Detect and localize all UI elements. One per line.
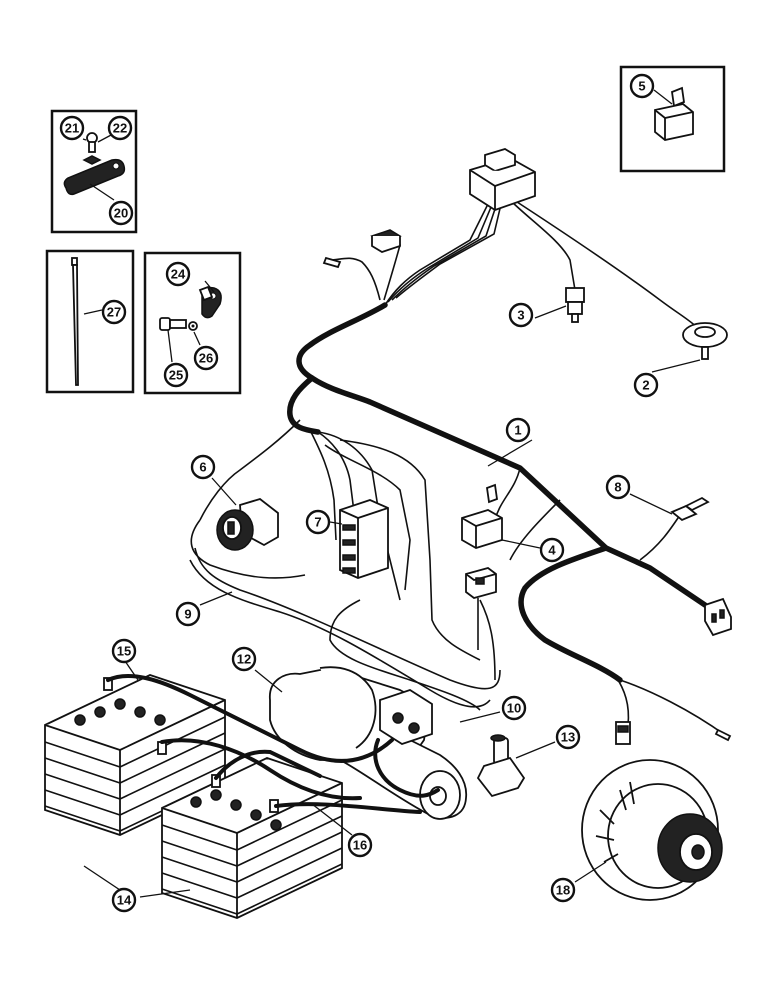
callout-8: 8 <box>605 474 631 500</box>
svg-text:4: 4 <box>548 543 556 558</box>
svg-text:6: 6 <box>199 460 206 475</box>
two-pin-connector <box>370 229 402 253</box>
main-harness <box>189 199 726 736</box>
bolt-icon <box>159 317 187 331</box>
callout-20: 20 <box>108 200 134 226</box>
battery-left <box>44 674 226 836</box>
cable-tie-icon <box>71 257 79 386</box>
callout-25: 25 <box>163 362 189 388</box>
callout-22: 22 <box>107 115 133 141</box>
oil-sender-fitting <box>476 734 526 798</box>
svg-text:26: 26 <box>199 351 213 366</box>
inset-relay <box>619 65 726 173</box>
svg-text:18: 18 <box>556 883 570 898</box>
callout-14: 14 <box>111 887 137 913</box>
battery-right <box>161 757 343 919</box>
svg-text:24: 24 <box>171 267 186 282</box>
callout-18: 18 <box>550 877 576 903</box>
svg-text:7: 7 <box>314 515 321 530</box>
callout-13: 13 <box>555 724 581 750</box>
ignition-switch <box>216 498 279 551</box>
callout-16: 16 <box>347 832 373 858</box>
svg-text:14: 14 <box>117 893 132 908</box>
callout-2: 2 <box>633 372 659 398</box>
svg-text:16: 16 <box>353 838 367 853</box>
callout-4: 4 <box>539 537 565 563</box>
callout-7: 7 <box>305 509 331 535</box>
callout-15: 15 <box>111 638 137 664</box>
svg-text:15: 15 <box>117 644 131 659</box>
temperature-sender <box>670 496 710 522</box>
svg-text:10: 10 <box>507 701 521 716</box>
pressure-sender <box>565 287 585 323</box>
svg-text:2: 2 <box>642 378 649 393</box>
callout-9: 9 <box>175 601 201 627</box>
callout-10: 10 <box>501 695 527 721</box>
terminal-end-left <box>322 256 342 269</box>
svg-text:27: 27 <box>107 305 121 320</box>
svg-text:1: 1 <box>514 423 521 438</box>
callout-1: 1 <box>505 417 531 443</box>
callout-12: 12 <box>231 646 257 672</box>
svg-text:5: 5 <box>638 79 645 94</box>
alternator-plug <box>615 721 631 745</box>
callout-6: 6 <box>190 454 216 480</box>
svg-text:9: 9 <box>184 607 191 622</box>
fuse-block <box>339 499 389 579</box>
clamp-icon <box>198 285 222 319</box>
harness-multi-connector <box>469 148 536 211</box>
callout-21: 21 <box>59 115 85 141</box>
wire-end-right <box>714 728 732 742</box>
inset-clamp <box>143 251 242 395</box>
svg-text:20: 20 <box>114 206 128 221</box>
battery-cables <box>106 673 422 814</box>
callout-5: 5 <box>629 73 655 99</box>
relay-icon <box>654 86 694 141</box>
svg-text:3: 3 <box>517 308 524 323</box>
washer-icon <box>188 321 198 331</box>
starter-motor <box>269 666 467 820</box>
ground-strap-icon <box>63 132 126 196</box>
svg-text:25: 25 <box>169 368 183 383</box>
harness-end-connector <box>704 597 732 637</box>
sensor-disc <box>682 322 728 360</box>
svg-text:8: 8 <box>614 480 621 495</box>
svg-text:21: 21 <box>65 121 79 136</box>
alternator <box>581 759 723 901</box>
callout-26: 26 <box>193 345 219 371</box>
callout-24: 24 <box>165 261 191 287</box>
flasher-unit <box>465 567 497 650</box>
callout-27: 27 <box>101 299 127 325</box>
svg-text:13: 13 <box>561 730 575 745</box>
svg-text:22: 22 <box>113 121 127 136</box>
callout-3: 3 <box>508 302 534 328</box>
relay-unit <box>461 483 503 549</box>
svg-text:12: 12 <box>237 652 251 667</box>
